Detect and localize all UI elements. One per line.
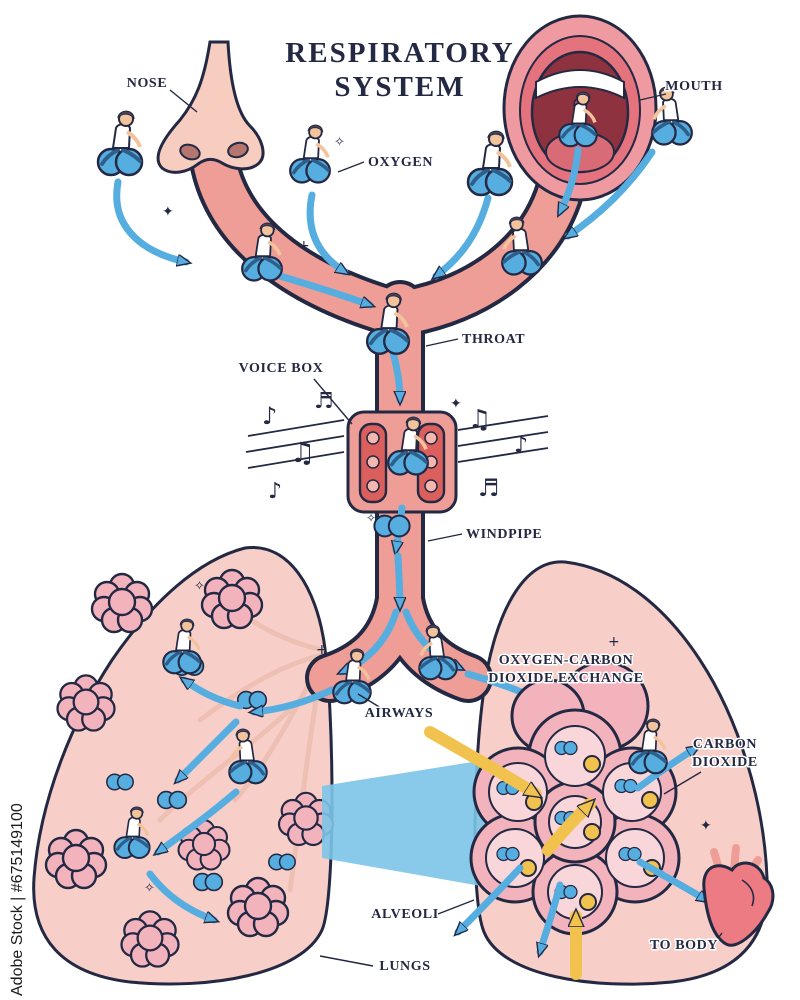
- page-title-line1: RESPIRATORY: [285, 37, 514, 69]
- flow-arrow: [636, 858, 706, 900]
- flow-arrow: [436, 194, 492, 276]
- sparkle-icon: ✦: [162, 204, 174, 220]
- label-carbon-line1: CARBON: [693, 737, 757, 752]
- sparkle-icon: ✦: [700, 818, 712, 834]
- flow-arrow-yellow: [542, 804, 590, 856]
- sparkles: ✦ ✧ + ✦ ✧ + ✦ + ✧ ✧: [144, 135, 712, 896]
- label-mouth: MOUTH: [665, 79, 722, 94]
- flow-arrow: [389, 348, 400, 400]
- flow-arrow: [540, 881, 564, 952]
- music-note-icon: ♬: [478, 474, 500, 502]
- nostril: [227, 141, 249, 159]
- flow-arrow: [146, 870, 214, 924]
- label-alveoli: ALVEOLI: [371, 907, 439, 922]
- music-note-icon: ♪: [262, 402, 277, 430]
- label-exchange-line2: DIOXIDE EXCHANGE: [488, 671, 643, 686]
- heart: [702, 844, 775, 947]
- flow-arrow: [254, 686, 336, 712]
- person-on-molecule: [468, 131, 512, 195]
- page-title-line2: SYSTEM: [334, 71, 465, 103]
- sparkle-icon: ✦: [450, 396, 462, 412]
- label-carbon-line2: DIOXIDE: [692, 755, 758, 770]
- label-to-body: TO BODY: [650, 938, 718, 953]
- label-voice-box: VOICE BOX: [239, 361, 324, 376]
- label-airways: AIRWAYS: [365, 706, 434, 721]
- flow-arrow: [276, 272, 370, 309]
- flow-arrow: [458, 864, 524, 932]
- flow-arrow: [113, 178, 186, 262]
- label-lungs: LUNGS: [379, 959, 430, 974]
- music-note-icon: ♪: [514, 433, 528, 458]
- sparkle-icon: ✧: [194, 579, 205, 594]
- sparkle-icon: ✧: [144, 881, 155, 896]
- oxygen-out-arrows: [458, 748, 706, 952]
- stock-watermark: Adobe Stock | #675149100: [9, 803, 26, 996]
- music-note-icon: ♬: [314, 389, 334, 414]
- flow-arrow: [556, 146, 582, 212]
- nose: [156, 40, 265, 174]
- flow-arrow: [158, 788, 240, 852]
- label-nose: NOSE: [127, 76, 168, 91]
- label-throat: THROAT: [462, 332, 525, 347]
- flow-arrow: [178, 718, 240, 780]
- person-on-molecule: [98, 111, 142, 175]
- leader-lines: [169, 89, 723, 967]
- carbon-dioxide-arrows: [424, 726, 590, 980]
- flow-arrow: [568, 148, 656, 236]
- person-on-molecule: [290, 125, 330, 182]
- teeth: [535, 69, 625, 100]
- label-windpipe: WINDPIPE: [466, 527, 542, 542]
- flow-arrow: [634, 748, 696, 792]
- label-oxygen: OXYGEN: [368, 155, 433, 170]
- label-exchange-line1: OXYGEN-CARBON: [499, 653, 634, 668]
- sparkle-icon: ✧: [334, 135, 345, 150]
- sparkle-icon: ✧: [366, 511, 376, 525]
- oxygen-molecule: [373, 514, 411, 538]
- flow-arrow: [398, 552, 400, 606]
- sparkle-icon: +: [316, 642, 328, 658]
- flow-arrow: [306, 191, 345, 272]
- music-note-icon: ♫: [290, 436, 315, 469]
- sparkle-icon: +: [298, 238, 310, 254]
- flow-arrow-yellow: [424, 726, 536, 800]
- sparkle-icon: +: [608, 634, 620, 650]
- music-notes: ♪ ♬ ♫ ♪ ♫ ♪ ♬: [245, 389, 549, 504]
- music-note-icon: ♫: [468, 405, 491, 435]
- nostril: [179, 143, 201, 161]
- music-note-icon: ♪: [268, 479, 282, 504]
- flow-arrow: [184, 680, 244, 710]
